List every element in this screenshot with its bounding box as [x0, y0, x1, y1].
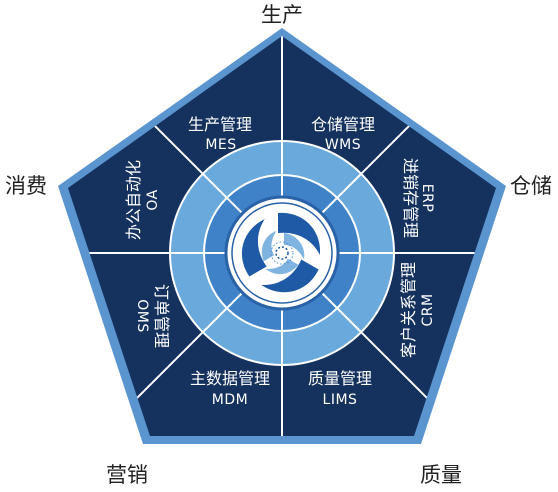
segment-oms-code: OMS	[134, 299, 150, 333]
corner-label-production: 生产	[261, 3, 303, 27]
segment-mdm-title: 主数据管理	[190, 369, 270, 388]
corner-label-warehouse: 仓储	[510, 174, 552, 198]
segment-lims: 质量管理 LIMS	[308, 369, 372, 408]
corner-label-quality: 质量	[420, 463, 462, 487]
segment-mes: 生产管理 MES	[188, 115, 252, 153]
segment-lims-title: 质量管理	[308, 369, 372, 388]
segment-oms-title: 订单管理	[152, 284, 171, 348]
segment-erp: 进销存管理 ERP	[401, 158, 435, 238]
segment-mdm-code: MDM	[212, 392, 248, 408]
segment-crm-code: CRM	[420, 293, 436, 326]
segment-mdm: 主数据管理 MDM	[190, 369, 270, 408]
segment-lims-code: LIMS	[323, 392, 358, 408]
swirl-logo-icon	[241, 212, 321, 293]
corner-label-marketing: 营销	[106, 463, 148, 487]
segment-oa: 办公自动化 OA	[124, 160, 161, 240]
segment-wms-title: 仓储管理	[311, 115, 375, 134]
segment-wms-code: WMS	[325, 137, 361, 153]
segment-wms: 仓储管理 WMS	[311, 115, 375, 153]
segment-oa-title: 办公自动化	[124, 160, 143, 240]
segment-crm: 客户关系管理 CRM	[399, 262, 436, 358]
segment-erp-code: ERP	[419, 184, 435, 213]
corner-label-consumption: 消费	[5, 174, 47, 198]
segment-mes-code: MES	[205, 137, 236, 153]
segment-oa-code: OA	[145, 189, 161, 210]
segment-oms: 订单管理 OMS	[134, 284, 171, 348]
segment-crm-title: 客户关系管理	[399, 262, 418, 358]
segment-erp-title: 进销存管理	[401, 158, 420, 238]
segment-mes-title: 生产管理	[188, 115, 252, 134]
